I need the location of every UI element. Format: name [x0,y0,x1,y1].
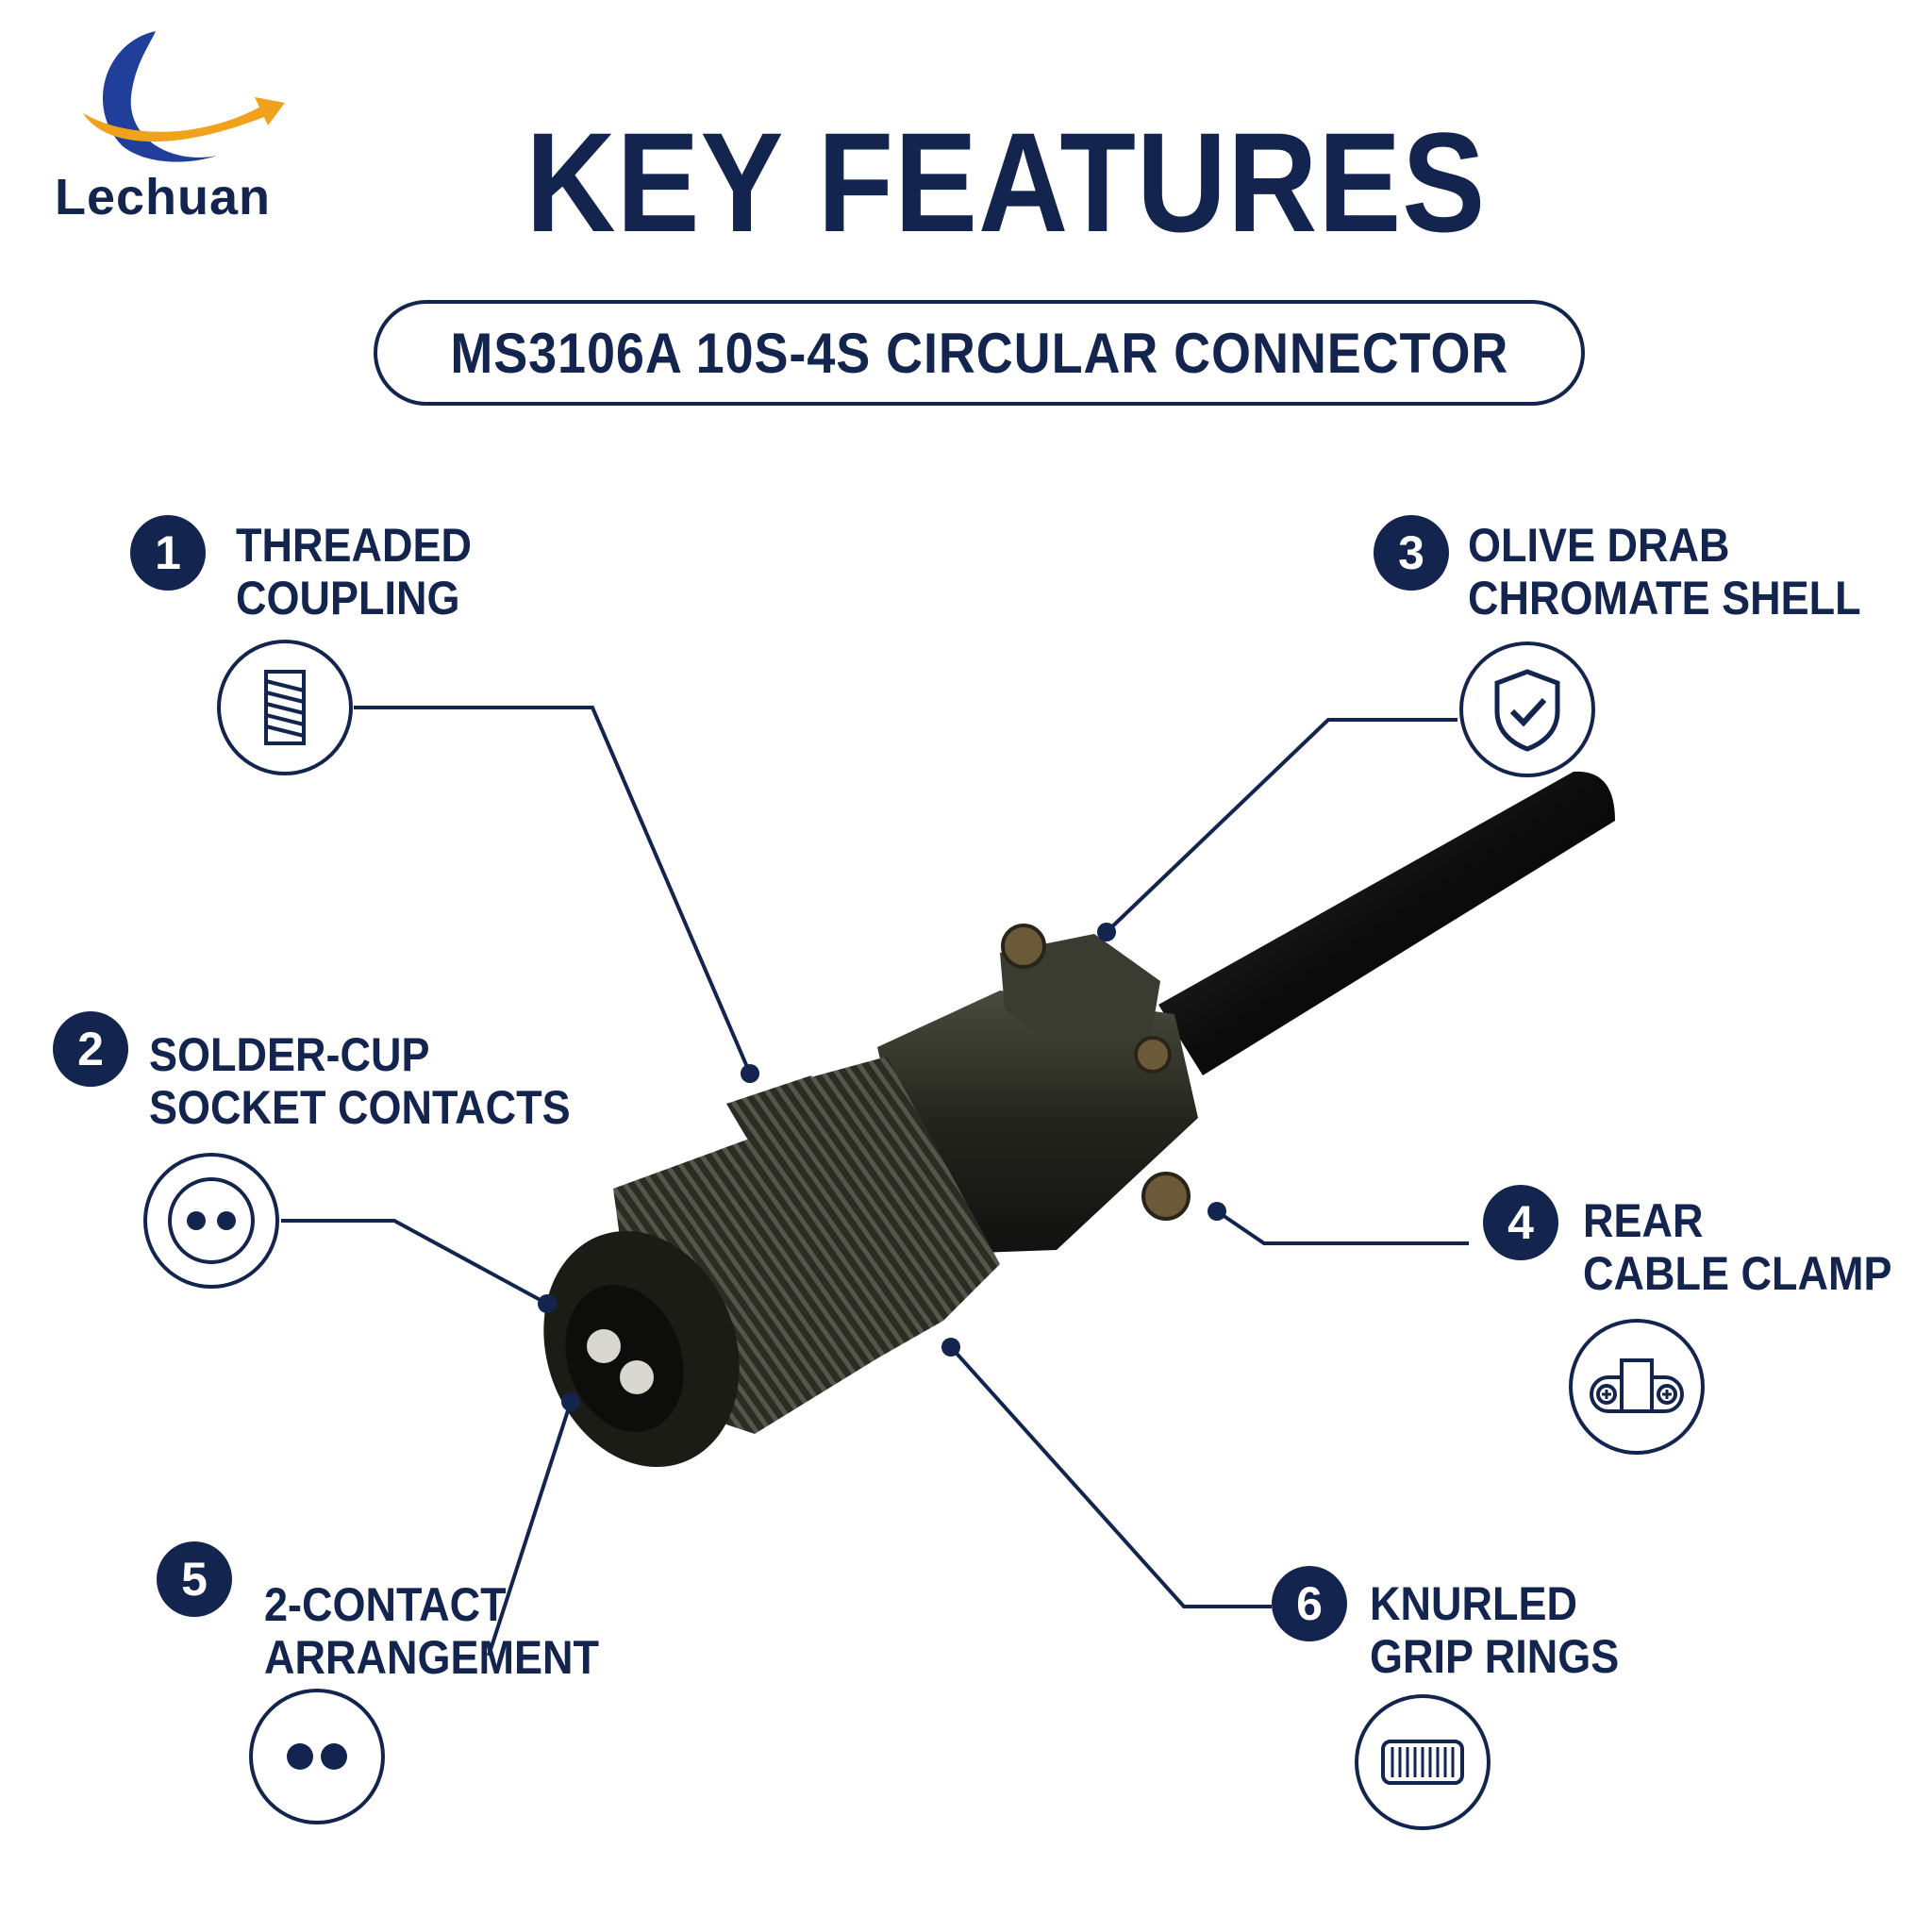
socket-contact-b [620,1360,654,1394]
connector-body [543,771,1615,1468]
feature-4-label: REAR CABLE CLAMP [1583,1194,1892,1300]
subtitle-text: MS3106A 10S-4S CIRCULAR CONNECTOR [450,321,1508,385]
shield-check-icon [1494,669,1560,752]
clamp-screw-bottom [1141,1172,1191,1221]
feature-3-label: OLIVE DRAB CHROMATE SHELL [1468,519,1861,625]
thread-icon [264,670,306,745]
clamp-screw-top [1001,924,1046,969]
feature-1-label: THREADED COUPLING [236,519,473,625]
feature-3-badge: 3 [1374,515,1449,591]
feature-5-icon-circle [249,1689,385,1824]
feature-6-badge: 6 [1272,1566,1347,1641]
feature-3-icon-circle [1459,641,1595,777]
feature-4-icon-circle [1569,1319,1705,1455]
two-dots-icon [287,1743,347,1770]
feature-2-icon-circle [143,1153,279,1289]
knurled-ring-icon [1381,1740,1464,1785]
logo-crescent [102,31,217,162]
feature-6-icon-circle [1355,1694,1491,1830]
knurled-ring-front [726,1075,943,1358]
cable [1158,771,1615,1075]
subtitle-pill: MS3106A 10S-4S CIRCULAR CONNECTOR [374,300,1585,406]
two-socket-icon [168,1177,255,1264]
knurled-ring-rear [783,1057,1000,1321]
cable-clamp-icon [1590,1358,1684,1413]
feature-2-label: SOLDER-CUP SOCKET CONTACTS [149,1028,571,1134]
logo-swoosh [83,105,281,142]
feature-6-label: KNURLED GRIP RINGS [1370,1577,1620,1683]
feature-5-badge: 5 [157,1541,232,1617]
feature-2-badge: 2 [53,1011,128,1087]
clamp-screw-right [1134,1036,1172,1074]
feature-1-badge: 1 [130,515,206,591]
feature-5-label: 2-CONTACT ARRANGEMENT [264,1578,599,1684]
feature-1-icon-circle [217,640,353,775]
page-title: KEY FEATURES [525,103,1487,261]
clamp-top [1000,934,1160,1047]
brand-name: Lechuan [55,169,272,225]
brand-logo [83,31,285,162]
feature-4-badge: 4 [1483,1185,1558,1260]
socket-contact-a [587,1329,621,1363]
